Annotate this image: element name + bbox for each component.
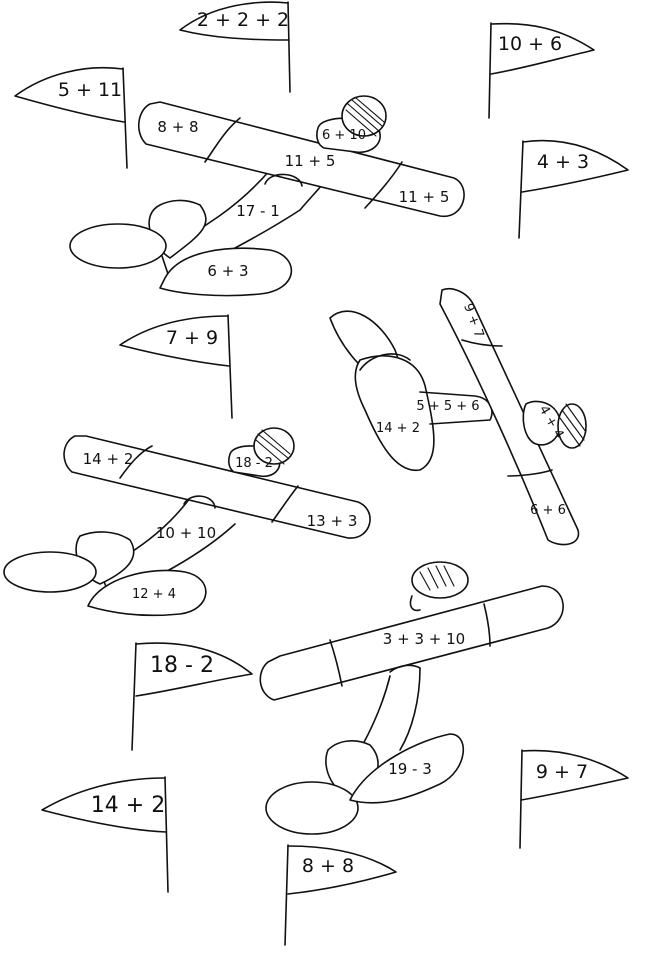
airplane-2: 9 + 7 5 + 5 + 6 4 + 4 14 + 2 6 + 6 bbox=[329, 288, 587, 546]
flag-label: 7 + 9 bbox=[166, 327, 218, 349]
plane3-tail-label: 12 + 4 bbox=[132, 587, 176, 602]
plane2-tail-label: 14 + 2 bbox=[376, 421, 420, 436]
plane2-body-label: 5 + 5 + 6 bbox=[416, 399, 479, 414]
pennant-flag-3: 5 + 11 bbox=[14, 66, 128, 169]
plane3-wing-right-label: 13 + 3 bbox=[307, 512, 358, 530]
plane3-propeller-label: 18 - 2 bbox=[235, 456, 273, 471]
flag-label: 14 + 2 bbox=[91, 793, 165, 818]
plane1-body-label: 17 - 1 bbox=[236, 202, 280, 220]
plane3-wing-left-label: 14 + 2 bbox=[83, 450, 134, 468]
plane4-tail-label: 19 - 3 bbox=[388, 760, 432, 778]
pennant-flag-6: 18 - 2 bbox=[131, 642, 253, 751]
pennant-flag-1: 2 + 2 + 2 bbox=[179, 1, 291, 93]
pennant-flag-5: 7 + 9 bbox=[119, 314, 233, 419]
plane1-wing-center-label: 11 + 5 bbox=[285, 152, 336, 170]
flag-label: 5 + 11 bbox=[58, 79, 122, 101]
plane4-wing-label: 3 + 3 + 10 bbox=[383, 630, 465, 648]
pennant-flag-2: 10 + 6 bbox=[488, 22, 595, 119]
pennant-flag-4: 4 + 3 bbox=[518, 139, 629, 239]
plane2-wing-bottom-label: 6 + 6 bbox=[530, 503, 566, 518]
flag-label: 18 - 2 bbox=[150, 653, 214, 678]
plane3-body-label: 10 + 10 bbox=[156, 524, 216, 542]
flag-label: 9 + 7 bbox=[536, 761, 588, 783]
flag-label: 8 + 8 bbox=[302, 855, 354, 877]
plane1-propeller-label: 6 + 10 bbox=[322, 128, 366, 143]
flag-label: 10 + 6 bbox=[498, 33, 562, 55]
plane1-wing-left-label: 8 + 8 bbox=[157, 118, 198, 136]
plane1-tail-label: 6 + 3 bbox=[207, 262, 248, 280]
flag-label: 2 + 2 + 2 bbox=[197, 9, 289, 31]
pennant-flag-9: 9 + 7 bbox=[519, 749, 629, 849]
airplane-3: 14 + 2 18 - 2 10 + 10 13 + 3 12 + 4 bbox=[3, 427, 371, 617]
airplane-1: 8 + 8 6 + 10 11 + 5 11 + 5 17 - 1 6 + 3 bbox=[69, 95, 465, 297]
airplane-4: 3 + 3 + 10 19 - 3 bbox=[259, 561, 564, 835]
plane1-wing-right-label: 11 + 5 bbox=[399, 188, 450, 206]
pennant-flag-8: 8 + 8 bbox=[284, 844, 397, 946]
pennant-flag-7: 14 + 2 bbox=[41, 776, 169, 893]
flag-label: 4 + 3 bbox=[537, 151, 589, 173]
